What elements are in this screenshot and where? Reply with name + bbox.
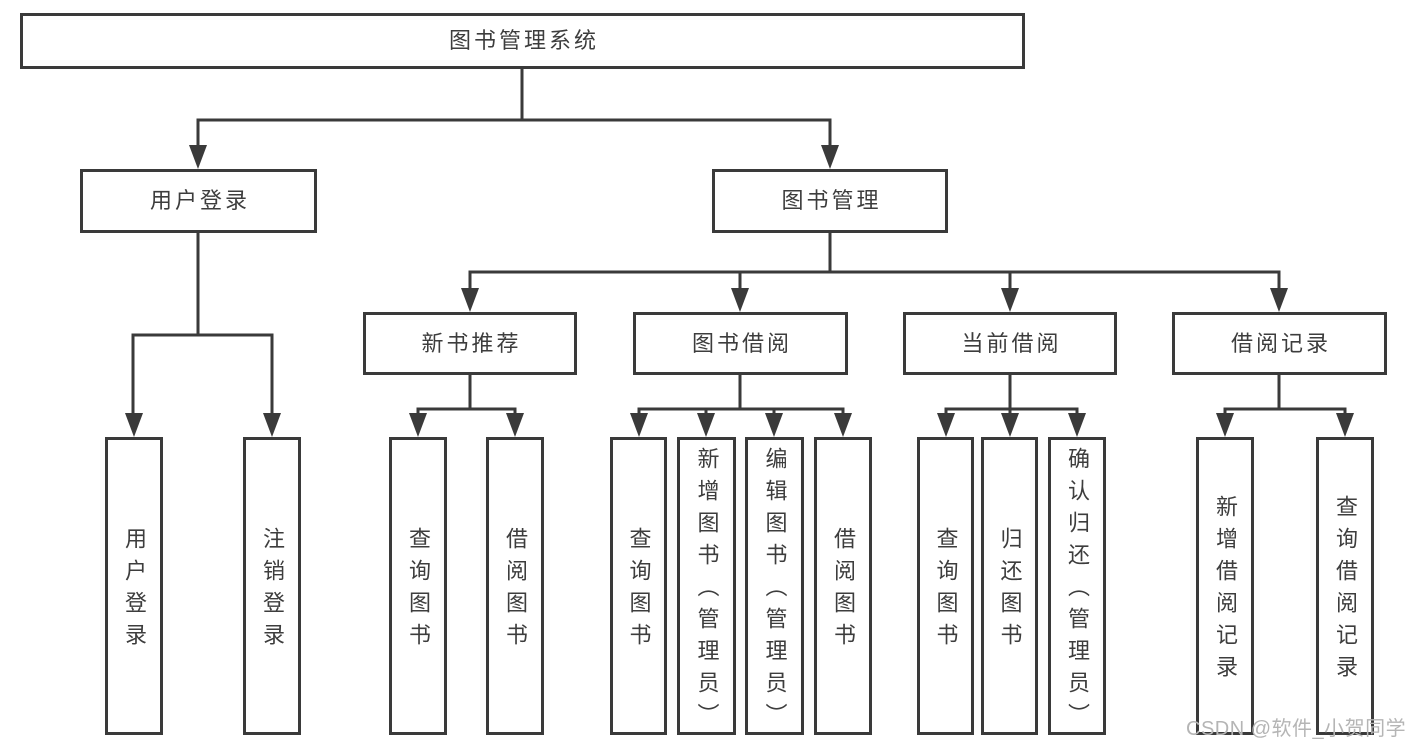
arrowhead-icon [731, 288, 749, 312]
arrowhead-icon [125, 413, 143, 437]
node-current-borrowing-label: 当前借阅 [961, 330, 1062, 356]
node-new-book-recommend-label: 新书推荐 [421, 330, 522, 356]
arrowhead-icon [630, 413, 648, 437]
node-user-login-label: 用户登录 [149, 188, 250, 213]
leaf-edit-book-admin-label: 编辑图书（管理员） [762, 447, 788, 735]
node-book-borrowing-label: 图书借阅 [691, 330, 792, 356]
leaf-add-book-admin: 新增图书（管理员） [677, 437, 736, 735]
leaf-add-book-admin-label: 新增图书（管理员） [694, 447, 720, 735]
arrowhead-icon [263, 413, 281, 437]
leaf-borrow-book-label: 借阅图书 [831, 527, 856, 655]
node-root-label: 图书管理系统 [448, 28, 599, 53]
leaf-recommend-query-book-label: 查询图书 [406, 527, 431, 655]
arrowhead-icon [1216, 413, 1234, 437]
arrowhead-icon [834, 413, 852, 437]
leaf-current-query-book-label: 查询图书 [933, 527, 959, 655]
node-borrowing-records: 借阅记录 [1172, 312, 1387, 375]
arrowhead-icon [1001, 413, 1019, 437]
node-new-book-recommend: 新书推荐 [363, 312, 577, 375]
arrowhead-icon [697, 413, 715, 437]
leaf-confirm-return-admin-label: 确认归还（管理员） [1065, 447, 1090, 735]
arrowhead-icon [1336, 413, 1354, 437]
leaf-borrow-query-book: 查询图书 [610, 437, 667, 735]
arrowhead-icon [189, 145, 207, 169]
leaf-user-login-label: 用户登录 [122, 527, 147, 655]
arrowhead-icon [461, 288, 479, 312]
leaf-add-borrow-record: 新增借阅记录 [1196, 437, 1254, 735]
leaf-return-book: 归还图书 [981, 437, 1038, 735]
node-book-borrowing: 图书借阅 [633, 312, 848, 375]
node-user-login: 用户登录 [80, 169, 317, 233]
node-book-management-label: 图书管理 [781, 188, 882, 213]
node-book-management: 图书管理 [712, 169, 948, 233]
node-current-borrowing: 当前借阅 [903, 312, 1117, 375]
leaf-recommend-query-book: 查询图书 [389, 437, 447, 735]
leaf-user-login: 用户登录 [105, 437, 163, 735]
leaf-query-borrow-record: 查询借阅记录 [1316, 437, 1374, 735]
leaf-query-borrow-record-label: 查询借阅记录 [1333, 495, 1358, 687]
leaf-add-borrow-record-label: 新增借阅记录 [1213, 495, 1238, 687]
leaf-recommend-borrow-book: 借阅图书 [486, 437, 544, 735]
leaf-return-book-label: 归还图书 [997, 527, 1023, 655]
arrowhead-icon [937, 413, 955, 437]
leaf-confirm-return-admin: 确认归还（管理员） [1048, 437, 1106, 735]
leaf-current-query-book: 查询图书 [917, 437, 974, 735]
arrowhead-icon [765, 413, 783, 437]
leaf-recommend-borrow-book-label: 借阅图书 [503, 527, 528, 655]
arrowhead-icon [821, 145, 839, 169]
arrowhead-icon [1270, 288, 1288, 312]
node-root: 图书管理系统 [20, 13, 1025, 69]
arrowhead-icon [1001, 288, 1019, 312]
leaf-edit-book-admin: 编辑图书（管理员） [745, 437, 804, 735]
csdn-watermark: CSDN @软件_小贺同学 [1186, 718, 1405, 740]
node-borrowing-records-label: 借阅记录 [1230, 330, 1331, 356]
leaf-borrow-query-book-label: 查询图书 [626, 527, 652, 655]
arrowhead-icon [1068, 413, 1086, 437]
arrowhead-icon [409, 413, 427, 437]
leaf-logout: 注销登录 [243, 437, 301, 735]
leaf-borrow-book: 借阅图书 [814, 437, 872, 735]
arrowhead-icon [506, 413, 524, 437]
leaf-logout-label: 注销登录 [260, 527, 285, 655]
